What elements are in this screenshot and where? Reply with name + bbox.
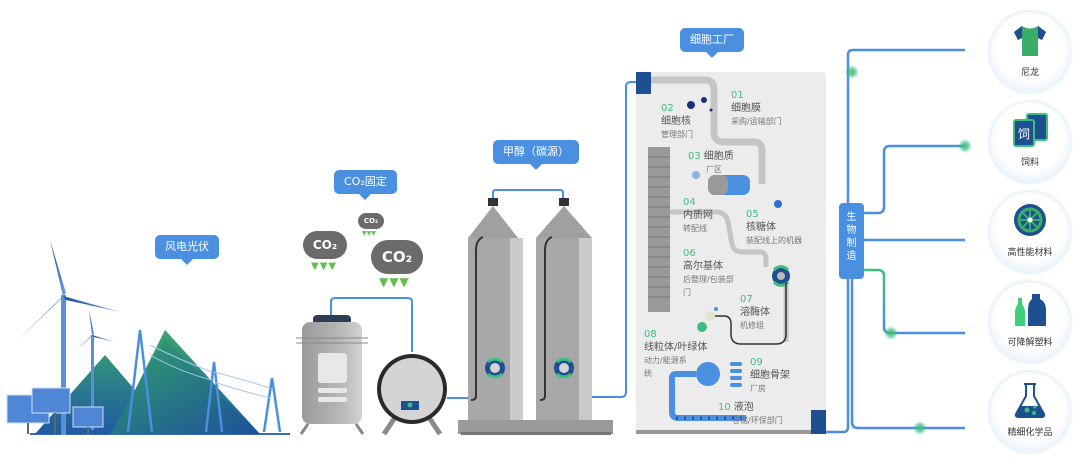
mountains-graphic bbox=[35, 330, 260, 434]
step-number: 09 bbox=[750, 357, 763, 368]
solar-panels-icon bbox=[6, 387, 104, 434]
tshirt-icon bbox=[1014, 26, 1046, 56]
step-03: 03 细胞质 厂区 bbox=[688, 150, 734, 176]
step-number: 04 bbox=[683, 197, 696, 208]
step-number: 01 bbox=[731, 90, 744, 101]
step-number: 05 bbox=[746, 209, 759, 220]
step-sub: 机修组 bbox=[740, 321, 764, 330]
step-04: 04 内质网 转配线 bbox=[683, 196, 713, 235]
step-name: 细胞核 bbox=[661, 116, 691, 127]
wind-turbine-small-icon bbox=[77, 310, 115, 430]
step-name: 核糖体 bbox=[746, 222, 776, 233]
step-sub: 管理部门 bbox=[661, 130, 693, 139]
step-number: 10 bbox=[718, 402, 731, 413]
round-vessel-icon bbox=[377, 354, 447, 436]
down-arrows-icon: ▼▼▼ bbox=[379, 275, 410, 289]
step-sub: 厂房 bbox=[750, 384, 766, 393]
bottles-icon bbox=[1015, 294, 1046, 326]
wind-turbine-large-icon bbox=[20, 240, 120, 435]
cell-factory-panel: 01 细胞膜 采购/运输部门 02 细胞核 管理部门 03 细胞质 厂区 04 … bbox=[636, 72, 826, 434]
product-nylon: 尼龙 bbox=[990, 12, 1070, 92]
step-number: 07 bbox=[740, 294, 753, 305]
step-07: 07 溶酶体 机修组 bbox=[740, 293, 770, 332]
product-high-performance-materials: 高性能材料 bbox=[990, 192, 1070, 272]
product-feed: 饲 饲料 bbox=[990, 102, 1070, 182]
feed-can-icon: 饲 bbox=[1013, 113, 1048, 147]
step-name: 细胞质 bbox=[703, 151, 734, 162]
down-arrows-icon: ▼▼▼ bbox=[311, 261, 338, 272]
product-label: 尼龙 bbox=[1020, 68, 1039, 78]
callout-cell-factory: 细胞工厂 bbox=[680, 28, 744, 58]
product-label: 可降解塑料 bbox=[1007, 338, 1053, 348]
co2-cloud-label: CO₂ bbox=[358, 213, 384, 229]
step-02: 02 细胞核 管理部门 bbox=[661, 102, 693, 141]
product-fine-chemicals: 精细化学品 bbox=[990, 372, 1070, 452]
step-name: 溶酶体 bbox=[740, 307, 770, 318]
pipe-co2-to-vessel bbox=[330, 297, 413, 352]
flask-icon bbox=[1014, 383, 1046, 418]
bio-label-char: 制 bbox=[846, 238, 857, 249]
storage-tank-icon bbox=[296, 315, 368, 435]
callout-wind-solar: 风电光伏 bbox=[155, 235, 219, 265]
step-number: 06 bbox=[683, 248, 696, 259]
step-sub: 厂区 bbox=[706, 165, 722, 174]
green-glow-nodes bbox=[845, 65, 972, 435]
bio-manufacturing-box: 生 物 制 造 bbox=[839, 203, 864, 279]
factory-inlet-port bbox=[636, 72, 651, 94]
step-number: 02 bbox=[661, 103, 674, 114]
step-sub: 采购/运输部门 bbox=[731, 117, 782, 126]
step-sub: 后整理/包装部门 bbox=[683, 275, 734, 297]
co2-cloud-icon: CO₂ ▼▼▼ bbox=[303, 231, 347, 273]
bio-label-char: 物 bbox=[846, 225, 857, 236]
step-01: 01 细胞膜 采购/运输部门 bbox=[731, 89, 782, 128]
step-08: 08 线粒体/叶绿体 动力/能源系统 bbox=[644, 328, 714, 380]
co2-cloud-icon: CO₂ ▼▼▼ bbox=[358, 213, 384, 239]
product-label: 精细化学品 bbox=[1007, 428, 1053, 438]
step-06: 06 高尔基体 后整理/包装部门 bbox=[683, 247, 735, 299]
step-name: 高尔基体 bbox=[683, 261, 723, 272]
step-name: 线粒体/叶绿体 bbox=[644, 342, 708, 353]
step-name: 细胞膜 bbox=[731, 103, 761, 114]
factory-outlet-port bbox=[811, 410, 826, 434]
step-name: 细胞骨架 bbox=[750, 370, 790, 381]
step-sub: 动力/能源系统 bbox=[644, 356, 687, 378]
step-number: 08 bbox=[644, 329, 657, 340]
bio-label-char: 生 bbox=[846, 212, 857, 223]
feed-char: 饲 bbox=[1018, 127, 1030, 141]
co2-cloud-icon: CO₂ ▼▼▼ bbox=[371, 240, 423, 290]
tire-icon bbox=[1014, 204, 1046, 236]
step-09: 09 细胞骨架 厂房 bbox=[750, 356, 790, 395]
callout-methanol: 甲醇（碳源） bbox=[493, 140, 579, 170]
product-degradable-plastics: 可降解塑料 bbox=[990, 282, 1070, 362]
co2-cloud-label: CO₂ bbox=[303, 231, 347, 259]
callout-co2-fixation: CO₂固定 bbox=[334, 170, 397, 200]
step-sub: 仓储/环保部门 bbox=[732, 416, 783, 425]
step-sub: 转配线 bbox=[683, 224, 707, 233]
step-number: 03 bbox=[688, 151, 701, 162]
power-pylons-icon bbox=[126, 329, 282, 433]
methanol-towers-icon bbox=[458, 189, 613, 435]
step-05: 05 核糖体 装配线上的机器 bbox=[746, 208, 806, 247]
product-label: 饲料 bbox=[1020, 158, 1039, 168]
product-label: 高性能材料 bbox=[1007, 248, 1053, 258]
pipe-towers-to-factory bbox=[592, 81, 640, 398]
step-10: 10 液泡 仓储/环保部门 bbox=[718, 401, 783, 427]
co2-cloud-label: CO₂ bbox=[371, 240, 423, 274]
step-sub: 装配线上的机器 bbox=[746, 236, 802, 245]
factory-pathways bbox=[636, 76, 826, 434]
down-arrows-icon: ▼▼▼ bbox=[362, 230, 376, 237]
product-branches bbox=[850, 70, 965, 430]
step-name: 内质网 bbox=[683, 210, 713, 221]
bio-label-char: 造 bbox=[846, 251, 857, 262]
step-name: 液泡 bbox=[733, 402, 754, 413]
